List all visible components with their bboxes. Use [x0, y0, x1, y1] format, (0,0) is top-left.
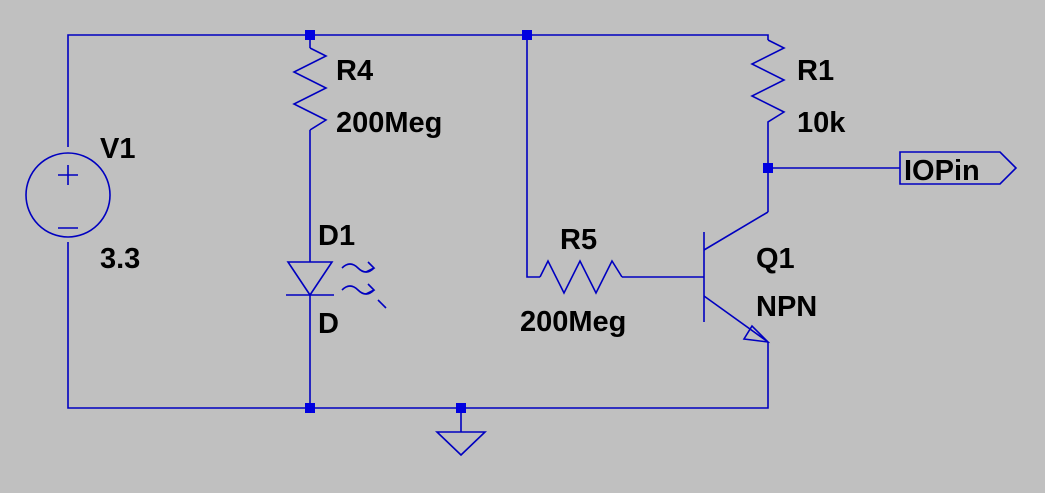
- junction-top-r4: [305, 30, 315, 40]
- r1-name-label: R1: [797, 55, 834, 87]
- d1-value-label: D: [318, 308, 339, 340]
- wire-r5-branch: [526, 35, 540, 278]
- r5-value-label: 200Meg: [520, 306, 626, 338]
- transistor-q1[interactable]: [703, 211, 771, 344]
- iopin-net-label: IOPin: [904, 155, 980, 187]
- junction-ground: [456, 403, 466, 413]
- r1-value-label: 10k: [797, 107, 846, 139]
- r4-name-label: R4: [336, 55, 373, 87]
- wire-top-left: [67, 34, 769, 147]
- ground-icon: [435, 431, 487, 457]
- junction-bottom-d1: [305, 403, 315, 413]
- net-label-flag[interactable]: [899, 151, 1018, 185]
- r5-name-label: R5: [560, 224, 597, 256]
- resistor-r1[interactable]: [750, 39, 786, 130]
- v1-value-label: 3.3: [100, 243, 140, 275]
- junction-nodes: [305, 30, 773, 413]
- junction-top-r5: [522, 30, 532, 40]
- resistor-r5[interactable]: [539, 259, 623, 295]
- r4-value-label: 200Meg: [336, 107, 442, 139]
- q1-name-label: Q1: [756, 243, 795, 275]
- photodiode-icon[interactable]: [286, 261, 387, 309]
- voltage-source-icon[interactable]: [25, 152, 111, 238]
- wires: [67, 34, 900, 432]
- labels: V1 3.3 R4 200Meg R1 10k D1 D R5 200Meg Q…: [100, 55, 980, 340]
- v1-name-label: V1: [100, 133, 135, 165]
- q1-value-label: NPN: [756, 291, 817, 323]
- resistor-r4[interactable]: [292, 47, 328, 131]
- d1-name-label: D1: [318, 220, 355, 252]
- junction-iopin: [763, 163, 773, 173]
- wire-bottom-left: [67, 242, 769, 409]
